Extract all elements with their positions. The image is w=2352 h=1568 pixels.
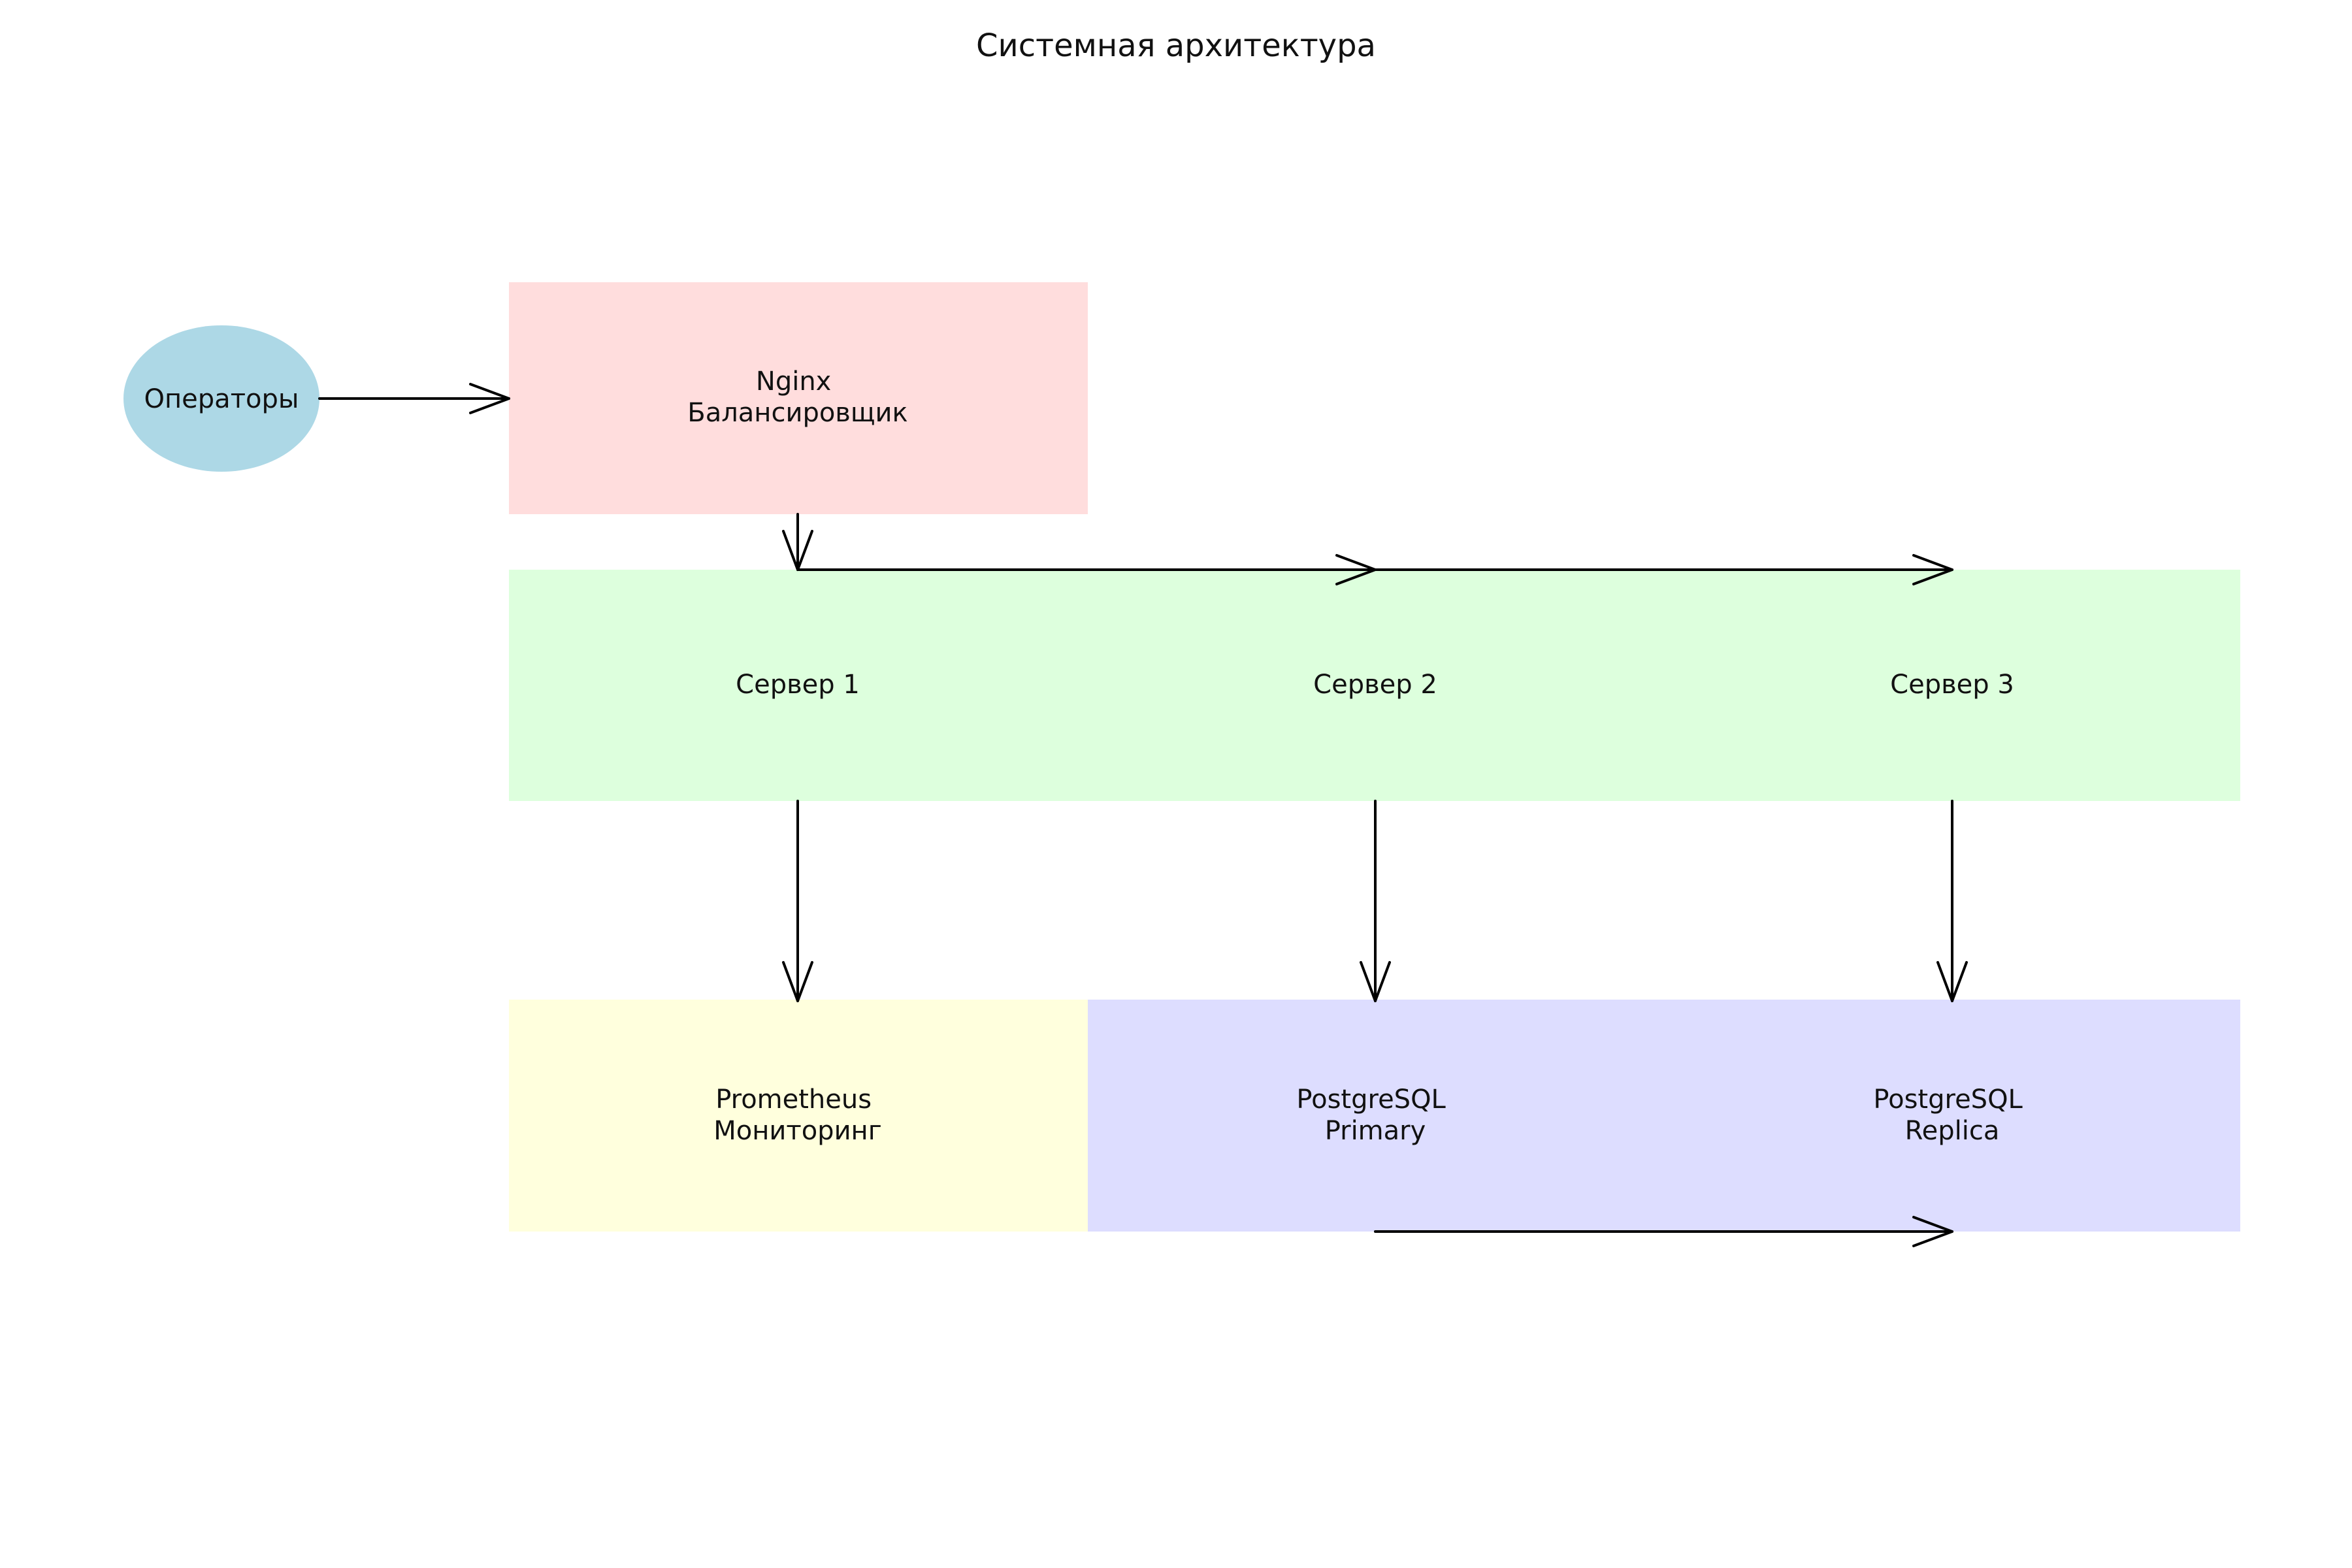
operators-label: Операторы <box>144 384 299 414</box>
arrowhead-nginx-server3 <box>1912 554 1953 585</box>
pg-primary-label: PostgreSQL Primary <box>1296 1085 1454 1146</box>
prometheus-node[interactable] <box>509 1000 1088 1232</box>
server-tier-node[interactable] <box>509 570 2240 801</box>
pg-primary-label-line-1: PostgreSQL <box>1296 1085 1446 1115</box>
server3-label: Сервер 3 <box>1890 670 2014 700</box>
arrowhead-server1-prometheus <box>782 961 813 1002</box>
pg-replica-label: PostgreSQL Replica <box>1873 1085 2031 1146</box>
nginx-label-line-2: Балансировщик <box>687 398 907 428</box>
server2-label: Сервер 2 <box>1313 670 1437 700</box>
edges <box>318 383 1968 1247</box>
prometheus-label-line-1: Prometheus <box>715 1085 872 1115</box>
nginx-node[interactable] <box>509 282 1088 514</box>
arrowhead-operators-nginx <box>469 383 510 414</box>
diagram-title: Системная архитектура <box>976 27 1376 64</box>
arrowhead-server2-pg-primary <box>1360 961 1391 1002</box>
database-tier-node[interactable] <box>1088 1000 2240 1232</box>
pg-replica-label-line-1: PostgreSQL <box>1873 1085 2023 1115</box>
pg-primary-label-line-2: Primary <box>1325 1116 1426 1146</box>
nginx-label: Nginx Балансировщик <box>687 367 907 428</box>
arrowhead-pg-primary-replica <box>1912 1216 1953 1247</box>
server1-label: Сервер 1 <box>736 670 860 700</box>
pg-replica-label-line-2: Replica <box>1905 1116 2000 1146</box>
nginx-label-line-1: Nginx <box>756 367 831 397</box>
arrowhead-server3-pg-replica <box>1936 961 1968 1002</box>
operators-node[interactable] <box>123 325 319 472</box>
prometheus-label-line-2: Мониторинг <box>713 1116 881 1146</box>
prometheus-label: Prometheus Мониторинг <box>713 1085 881 1146</box>
